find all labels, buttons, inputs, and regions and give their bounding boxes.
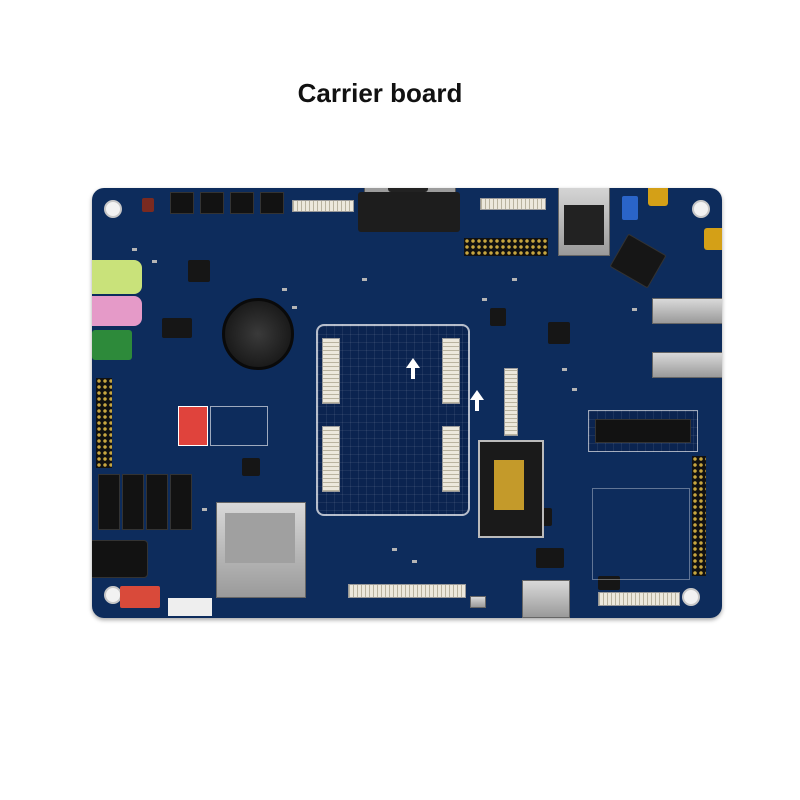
mounting-hole <box>104 200 122 218</box>
b2b-connector <box>322 426 340 492</box>
terminal-block[interactable] <box>92 330 132 360</box>
ic-chip <box>490 308 506 326</box>
micro-usb-port[interactable] <box>470 596 486 608</box>
ic-chip <box>548 322 570 344</box>
mini-pcie-area <box>588 410 698 452</box>
connector-white <box>168 598 212 616</box>
fpc-connector <box>292 200 354 212</box>
reset-button[interactable] <box>142 198 154 212</box>
fpc-connector <box>504 368 518 436</box>
mounting-hole <box>692 200 710 218</box>
b2b-connector <box>442 338 460 404</box>
mounting-hole <box>682 588 700 606</box>
page-title: Carrier board <box>297 78 463 108</box>
b2b-connector <box>322 338 340 404</box>
db9-serial-port-icon <box>358 188 460 234</box>
ic-chip <box>242 458 260 476</box>
dip-switch-table <box>210 406 268 446</box>
wireless-module <box>609 233 667 289</box>
ethernet-port-icon <box>558 188 610 256</box>
fpc-connector <box>480 198 546 210</box>
dc-power-jack[interactable] <box>92 540 148 578</box>
ic-chip <box>536 548 564 568</box>
sd-card-slot-icon[interactable] <box>216 502 306 598</box>
fpc-connector <box>598 592 680 606</box>
arrow-up-icon-stem <box>411 367 415 379</box>
mini-pcie-socket <box>595 419 691 443</box>
audio-jack-green[interactable] <box>92 260 142 294</box>
ic-chip <box>188 260 210 282</box>
power-switch[interactable] <box>120 586 160 608</box>
arrow-up-icon <box>470 390 484 400</box>
arrow-up-icon-stem <box>475 399 479 411</box>
coin-cell-battery-icon <box>222 298 294 370</box>
usb-port-icon[interactable] <box>652 352 722 378</box>
pin-header-socket <box>122 474 144 530</box>
pin-header <box>464 238 548 256</box>
core-board-area <box>316 324 470 516</box>
arrow-up-icon <box>406 358 420 368</box>
potentiometer[interactable] <box>622 196 638 220</box>
pin-header-socket <box>98 474 120 530</box>
ic-chip <box>598 576 620 590</box>
sma-antenna-icon <box>648 188 668 206</box>
usb-port-icon[interactable] <box>652 298 722 324</box>
audio-jack-pink[interactable] <box>92 296 142 326</box>
sma-antenna-icon <box>704 228 722 250</box>
pin-header-socket <box>146 474 168 530</box>
sim-card-slot-icon[interactable] <box>478 440 544 538</box>
fpc-connector <box>348 584 466 598</box>
carrier-board <box>92 188 722 618</box>
pin-header-socket <box>170 474 192 530</box>
tactile-button[interactable] <box>230 192 254 214</box>
ic-chip <box>162 318 192 338</box>
pin-header <box>96 378 112 468</box>
hdmi-port-icon[interactable] <box>522 580 570 618</box>
tactile-button[interactable] <box>170 192 194 214</box>
pin-header <box>692 456 706 576</box>
tactile-button[interactable] <box>260 192 284 214</box>
component-outline <box>592 488 690 580</box>
tactile-button[interactable] <box>200 192 224 214</box>
dip-switch[interactable] <box>178 406 208 446</box>
b2b-connector <box>442 426 460 492</box>
